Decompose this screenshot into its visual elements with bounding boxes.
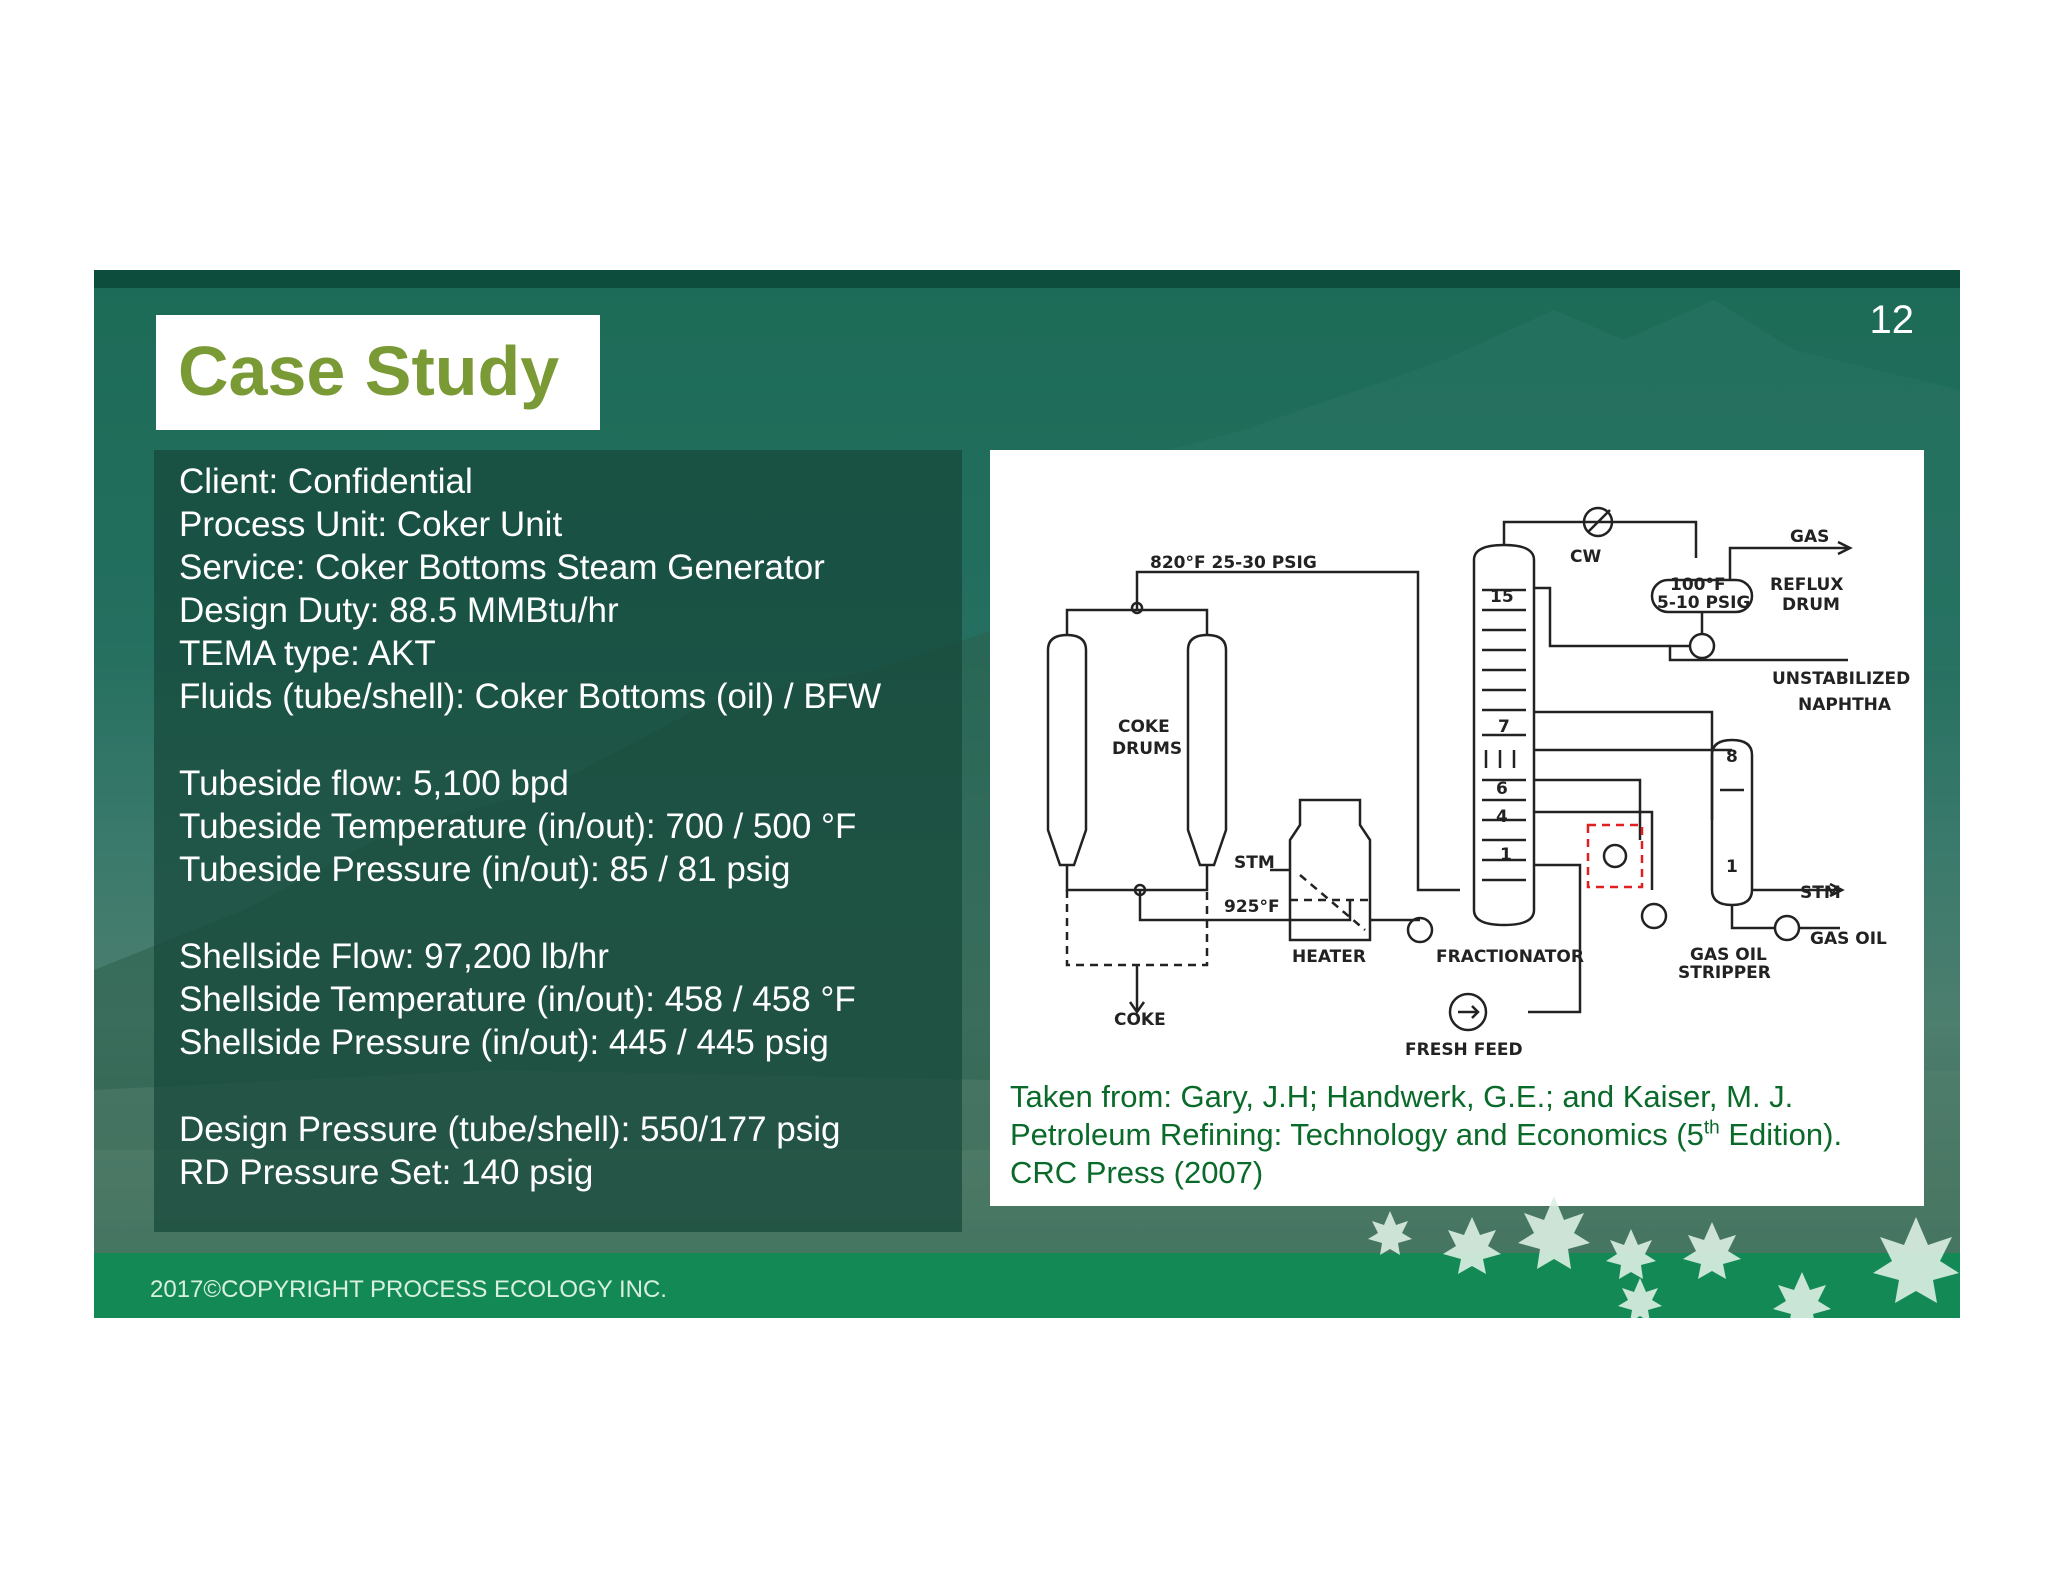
pump-icon-reflux bbox=[1688, 632, 1716, 660]
title-box: Case Study bbox=[156, 315, 600, 430]
info-shell-flow: Shellside Flow: 97,200 lb/hr bbox=[179, 937, 609, 976]
label-tray-4: 4 bbox=[1496, 807, 1508, 827]
info-panel: Client: Confidential Process Unit: Coker… bbox=[154, 450, 962, 1232]
label-tray-7: 7 bbox=[1498, 717, 1510, 737]
footer-bar: 2017©COPYRIGHT PROCESS ECOLOGY INC. bbox=[94, 1253, 1960, 1318]
label-stm-heater: STM bbox=[1234, 853, 1275, 873]
label-stm-stripper: STM bbox=[1800, 883, 1841, 903]
label-drum-pressure: 5-10 PSIG bbox=[1657, 593, 1750, 613]
slide: Case Study 12 Client: Confidential Proce… bbox=[94, 270, 1960, 1318]
info-tema-type: TEMA type: AKT bbox=[179, 634, 436, 673]
label-fractionator: FRACTIONATOR bbox=[1436, 947, 1584, 967]
fresh-feed-icon bbox=[1448, 992, 1488, 1032]
label-unstab-1: UNSTABILIZED bbox=[1772, 669, 1910, 689]
label-tray-1: 1 bbox=[1500, 845, 1512, 865]
label-reflux-1: REFLUX bbox=[1770, 575, 1843, 595]
pump-icon-gas-oil bbox=[1773, 914, 1801, 942]
label-drum-temp: 100°F bbox=[1670, 575, 1726, 595]
label-cw: CW bbox=[1570, 547, 1601, 567]
caption-line-2: Petroleum Refining: Technology and Econo… bbox=[1010, 1117, 1843, 1152]
copyright-text: 2017©COPYRIGHT PROCESS ECOLOGY INC. bbox=[150, 1276, 667, 1303]
info-rd-pressure: RD Pressure Set: 140 psig bbox=[179, 1153, 594, 1192]
info-service: Service: Coker Bottoms Steam Generator bbox=[179, 548, 825, 587]
label-coke-drums-2: DRUMS bbox=[1112, 739, 1182, 759]
coke-drum-left bbox=[1046, 633, 1088, 867]
info-client: Client: Confidential bbox=[179, 462, 473, 501]
slide-top-bar bbox=[94, 270, 1960, 288]
label-stripper-1: GAS OIL bbox=[1690, 945, 1767, 965]
diagram-box: 820°F 25-30 PSIG COKE DRUMS STM 925°F HE… bbox=[990, 450, 1924, 1206]
label-stripper-tray-1: 1 bbox=[1726, 857, 1738, 877]
slide-number: 12 bbox=[1869, 298, 1915, 342]
coker-process-diagram: 820°F 25-30 PSIG COKE DRUMS STM 925°F HE… bbox=[1046, 506, 1910, 1060]
info-tube-temp: Tubeside Temperature (in/out): 700 / 500… bbox=[179, 807, 857, 846]
info-design-pressure: Design Pressure (tube/shell): 550/177 ps… bbox=[179, 1110, 841, 1149]
label-gas: GAS bbox=[1790, 527, 1829, 547]
caption-line-3: CRC Press (2007) bbox=[1010, 1155, 1264, 1190]
info-shell-pressure: Shellside Pressure (in/out): 445 / 445 p… bbox=[179, 1023, 829, 1062]
label-temp-925: 925°F bbox=[1224, 897, 1280, 917]
valve-icon bbox=[1130, 601, 1144, 615]
label-stripper-tray-8: 8 bbox=[1726, 747, 1738, 767]
label-gas-oil: GAS OIL bbox=[1810, 929, 1887, 949]
label-tray-6: 6 bbox=[1496, 779, 1508, 799]
page-title: Case Study bbox=[178, 332, 560, 410]
label-tray-15: 15 bbox=[1490, 587, 1514, 607]
info-tube-flow: Tubeside flow: 5,100 bpd bbox=[179, 764, 569, 803]
info-design-duty: Design Duty: 88.5 MMBtu/hr bbox=[179, 591, 619, 630]
pump-icon-side bbox=[1640, 902, 1668, 930]
coke-drum-right bbox=[1186, 633, 1228, 867]
label-vapor-line: 820°F 25-30 PSIG bbox=[1150, 553, 1317, 573]
label-stripper-2: STRIPPER bbox=[1678, 963, 1771, 983]
label-reflux-2: DRUM bbox=[1782, 595, 1840, 615]
info-shell-temp: Shellside Temperature (in/out): 458 / 45… bbox=[179, 980, 856, 1019]
label-unstab-2: NAPHTHA bbox=[1798, 695, 1892, 715]
fractionator-column bbox=[1472, 543, 1536, 927]
pump-icon-heater bbox=[1406, 916, 1434, 944]
label-heater: HEATER bbox=[1292, 947, 1366, 967]
label-coke: COKE bbox=[1114, 1010, 1166, 1030]
label-coke-drums-1: COKE bbox=[1118, 717, 1170, 737]
highlighted-heat-exchanger bbox=[1586, 823, 1644, 889]
heater-icon bbox=[1288, 798, 1372, 942]
caption-line-1: Taken from: Gary, J.H; Handwerk, G.E.; a… bbox=[1010, 1079, 1794, 1114]
info-fluids: Fluids (tube/shell): Coker Bottoms (oil)… bbox=[179, 677, 882, 716]
condenser-icon bbox=[1582, 506, 1614, 538]
info-tube-pressure: Tubeside Pressure (in/out): 85 / 81 psig bbox=[179, 850, 791, 889]
info-process-unit: Process Unit: Coker Unit bbox=[179, 505, 563, 544]
source-caption: Taken from: Gary, J.H; Handwerk, G.E.; a… bbox=[1010, 1078, 1842, 1192]
label-fresh-feed: FRESH FEED bbox=[1405, 1040, 1523, 1060]
